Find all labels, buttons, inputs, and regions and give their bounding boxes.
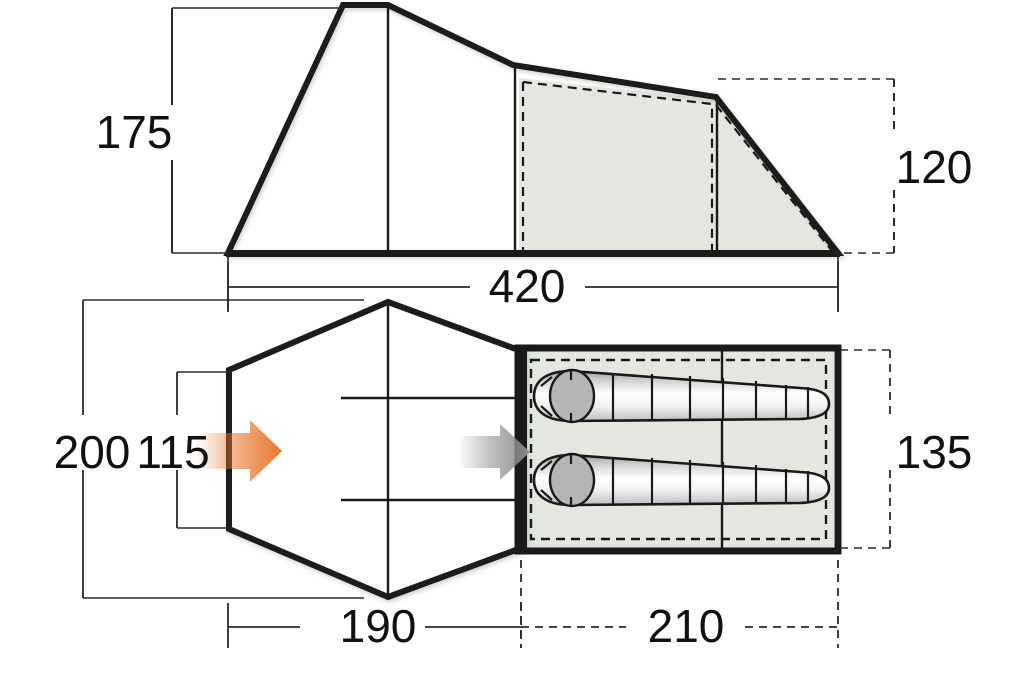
sleeping-bag-bottom-hood-seams xyxy=(540,455,573,505)
floor-plan-view xyxy=(196,298,842,601)
dim-115-label: 115 xyxy=(136,426,209,478)
elevation-inner-tent-dashed-tail xyxy=(715,104,833,252)
plan-porch-outline xyxy=(226,298,527,601)
sleeping-bag-bottom xyxy=(532,452,831,508)
dimension-door-width: 115 xyxy=(136,371,232,529)
dim-190-label: 190 xyxy=(340,600,417,652)
dimension-total-width: 200 xyxy=(54,299,364,599)
dim-200-label: 200 xyxy=(54,426,131,478)
orange-entrance-arrow-icon xyxy=(196,420,282,482)
dimension-inner-width: 135 xyxy=(840,349,973,549)
elevation-inner-tent-dashed-top xyxy=(522,80,714,250)
elevation-inner-tent-fill xyxy=(519,78,836,253)
dimension-peak-height: 175 xyxy=(96,7,345,254)
dimension-inner-length: 210 xyxy=(520,560,839,652)
plan-inner-tent-dashed-boundary xyxy=(529,358,828,541)
dim-120-label: 120 xyxy=(896,141,973,193)
sleeping-bag-top-hood-opening xyxy=(548,368,596,424)
dim-210-label: 210 xyxy=(648,600,725,652)
dim-175-label: 175 xyxy=(96,106,173,158)
projection-lines xyxy=(227,254,839,310)
gray-inner-door-arrow-icon xyxy=(458,424,530,480)
dimension-tail-height: 120 xyxy=(712,78,973,254)
dim-420-label: 420 xyxy=(489,260,566,312)
dimension-porch-length: 190 xyxy=(227,600,522,652)
sleeping-bag-bottom-hood-opening xyxy=(548,452,596,508)
sleeping-bag-top-hood-seams xyxy=(540,371,573,421)
dim-135-label: 135 xyxy=(896,426,973,478)
sleeping-bag-top xyxy=(532,368,831,424)
